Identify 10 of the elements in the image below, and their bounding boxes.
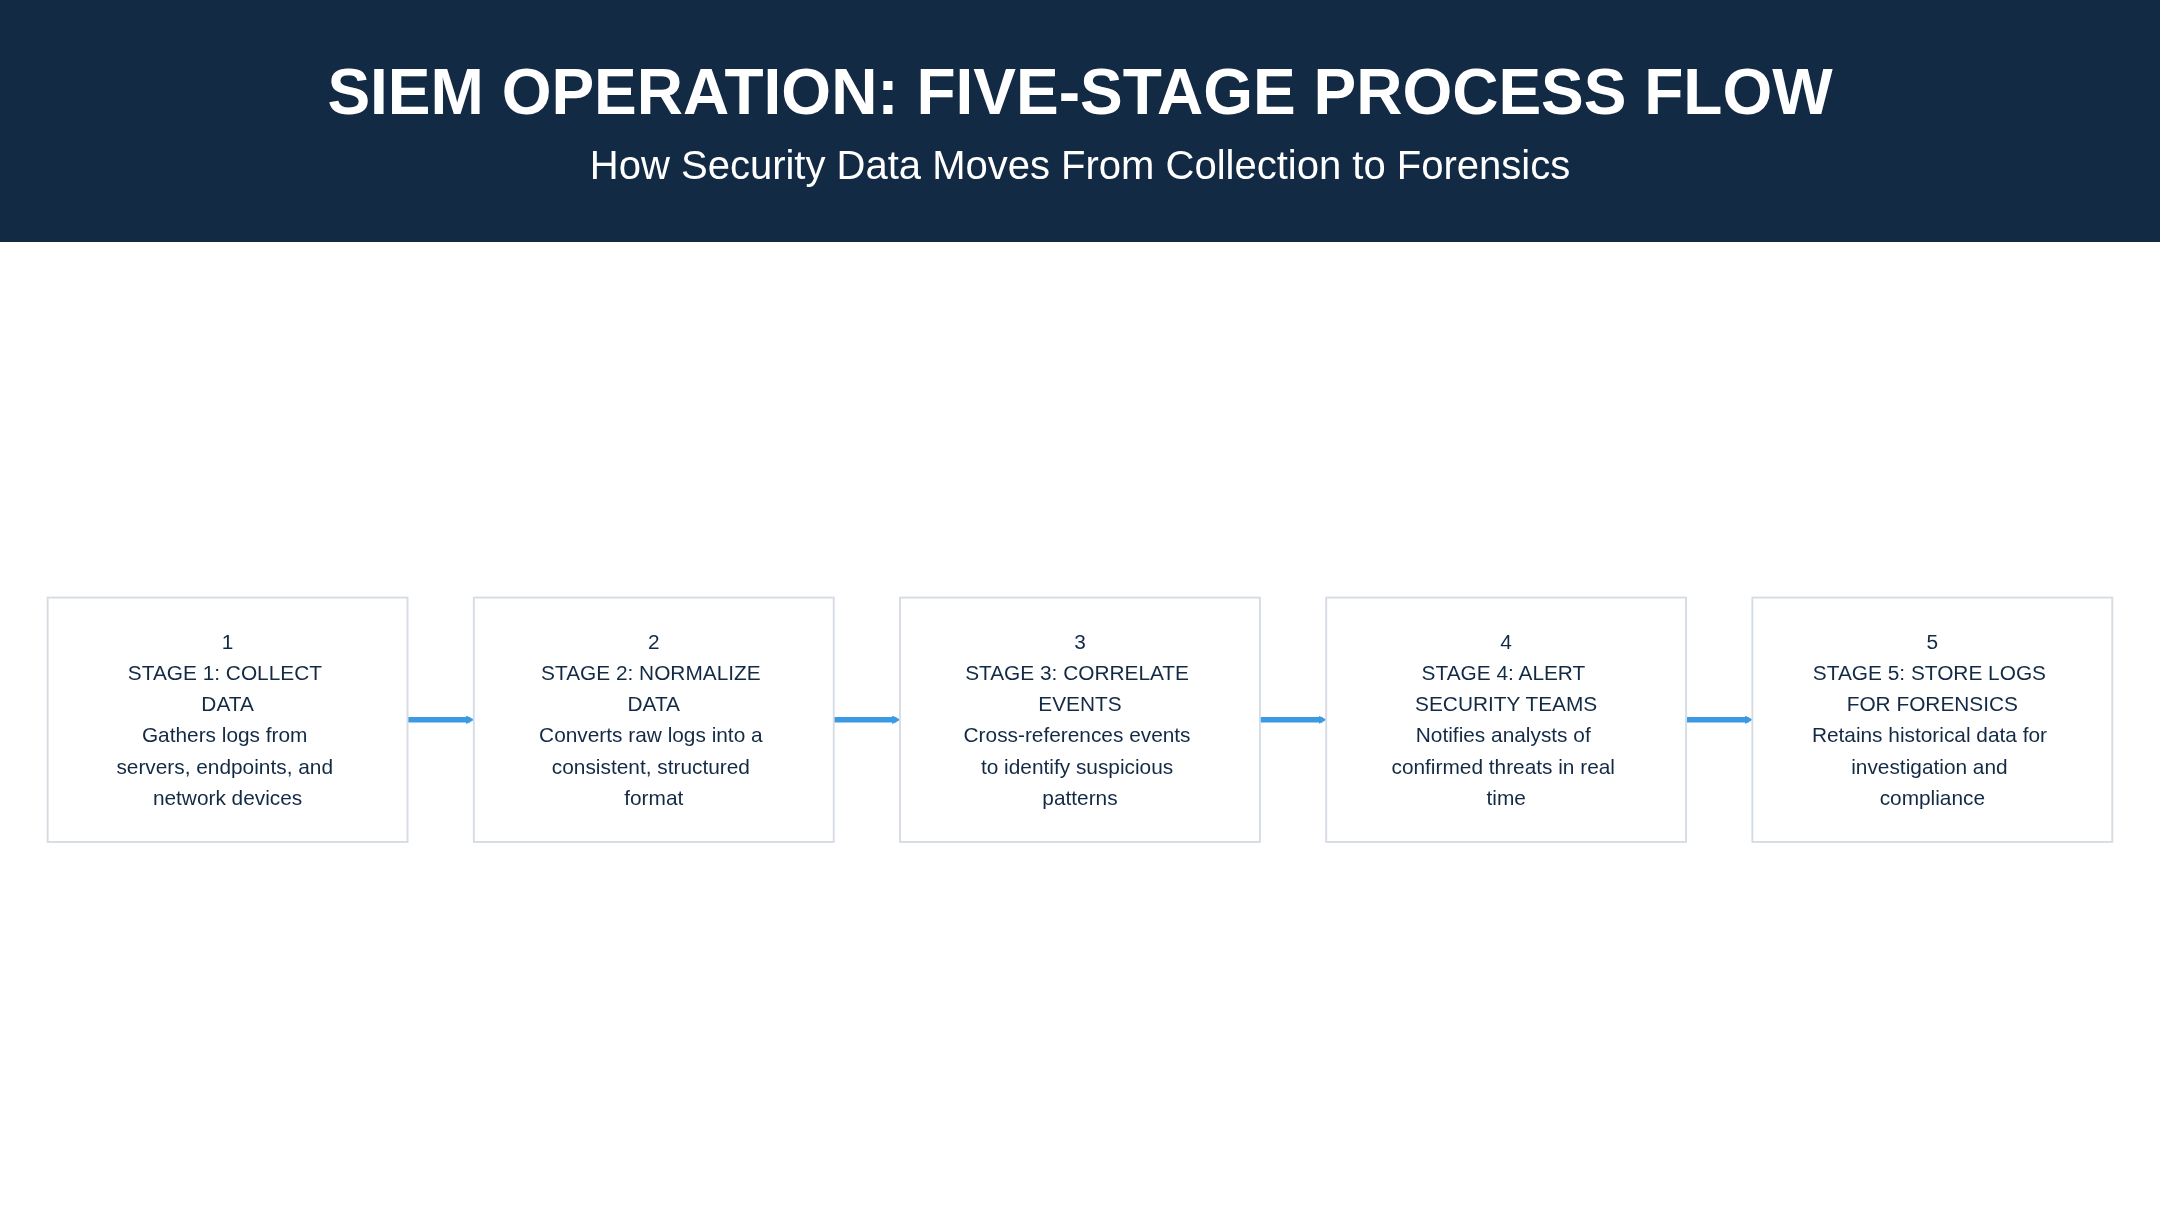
node-box: 4 STAGE 4: ALERT SECURITY TEAMS Notifies analysts of confirmed threats in real time <box>1325 596 1688 844</box>
node-box: 5 STAGE 5: STORE LOGS FOR FORENSICS Retains historical data for investigation and compliance <box>1751 596 2114 844</box>
arrow <box>1259 715 1327 725</box>
title: SIEM OPERATION: FIVE-STAGE PROCESS FLOW <box>327 54 1833 129</box>
node-box: 3 STAGE 3: CORRELATE EVENTS Cross-references events to identify suspicious patterns <box>899 596 1261 844</box>
arrow <box>1686 715 1753 725</box>
node-box: 1 STAGE 1: COLLECT DATA Gathers logs from servers, endpoints, and network devices <box>46 596 409 844</box>
arrow <box>833 715 901 725</box>
node-box: 2 STAGE 2: NORMALIZE DATA Converts raw logs into a consistent, structured format <box>472 596 835 844</box>
subtitle: How Security Data Moves From Collection to Forensics <box>589 142 1571 188</box>
